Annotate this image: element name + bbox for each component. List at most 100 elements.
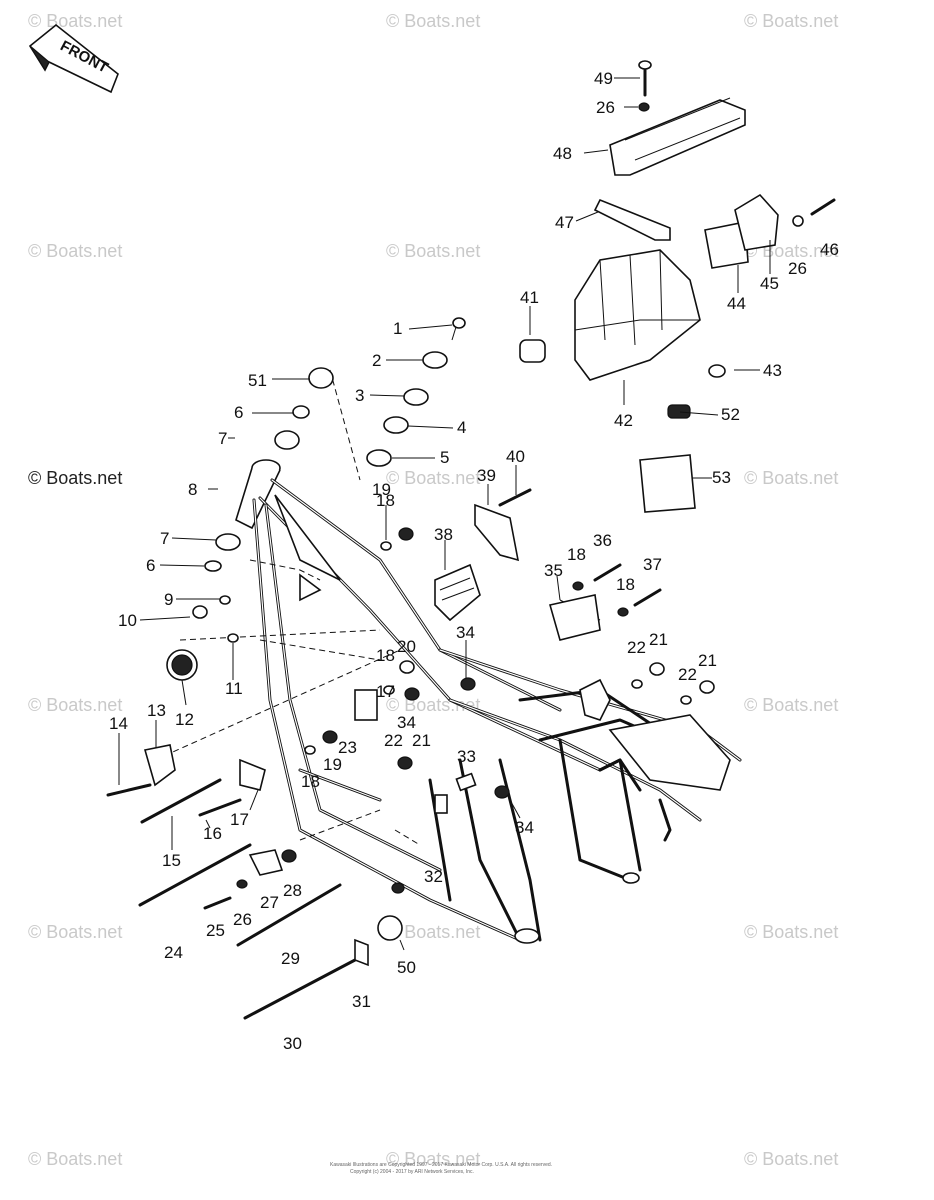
- part-53-cover-icon: [639, 454, 696, 513]
- callout-18: 18: [301, 772, 320, 791]
- part-35-bracket-icon: [548, 594, 601, 641]
- part-29-bolt-icon: [236, 883, 342, 947]
- part-13-bracket-icon: [143, 744, 176, 787]
- callout-32: 32: [424, 867, 443, 886]
- part-26-washer-icon: [792, 215, 804, 227]
- callout-18: 18: [376, 491, 395, 510]
- callout-52: 52: [721, 405, 740, 424]
- part-36-bolt-icon: [593, 563, 622, 582]
- watermark: © Boats.net: [744, 468, 838, 488]
- callout-3: 3: [355, 386, 364, 405]
- part-49-bolt-head-icon: [638, 60, 652, 70]
- callout-30: 30: [283, 1034, 302, 1053]
- part-30-bolt-icon: [243, 958, 357, 1020]
- callout-24: 24: [164, 943, 183, 962]
- callout-53: 53: [712, 468, 731, 487]
- callout-41: 41: [520, 288, 539, 307]
- part-22-washer-icon: [631, 679, 643, 689]
- part-47-strap-icon: [593, 198, 671, 241]
- callout-11: 11: [225, 679, 243, 698]
- callout-18: 18: [616, 575, 635, 594]
- callout-4: 4: [457, 418, 466, 437]
- part-5-washer-icon: [366, 449, 392, 467]
- callout-22: 22: [384, 731, 403, 750]
- callout-48: 48: [553, 144, 572, 163]
- callout-37: 37: [643, 555, 662, 574]
- part-42-battery-holder-icon: [574, 249, 701, 381]
- callout-12: 12: [175, 710, 194, 729]
- callout-51: 51: [248, 371, 267, 390]
- callout-42: 42: [614, 411, 633, 430]
- watermark: © Boats.net: [28, 468, 122, 488]
- part-37-bolt-icon: [633, 588, 662, 607]
- callout-34: 34: [515, 818, 534, 837]
- callout-labels: 1 2 3 4 5 6 7 8 7 6 9 10 11 12 13 14 15 …: [109, 69, 839, 1053]
- part-32-nut-icon: [391, 882, 405, 894]
- callout-5: 5: [440, 448, 449, 467]
- callout-38: 38: [434, 525, 453, 544]
- callout-26: 26: [233, 910, 252, 929]
- part-38-damper-icon: [434, 563, 481, 622]
- callout-43: 43: [763, 361, 782, 380]
- part-34-nut-icon: [404, 687, 420, 701]
- watermark: © Boats.net: [28, 695, 122, 715]
- part-48-tray-icon: [609, 97, 746, 176]
- callout-6: 6: [234, 403, 243, 422]
- callout-19: 19: [372, 480, 391, 499]
- callout-1: 1: [393, 319, 402, 338]
- watermark: © Boats.net: [386, 1149, 480, 1169]
- part-12-cap-icon: [166, 649, 198, 681]
- part-28-nut-icon: [281, 849, 297, 863]
- part-21-nut-icon: [649, 662, 665, 676]
- part-10-nut-icon: [192, 605, 208, 619]
- callout-17: 17: [376, 682, 395, 701]
- watermark: © Boats.net: [386, 922, 480, 942]
- part-41-damper-icon: [519, 339, 546, 363]
- part-33-collar-icon: [455, 772, 477, 792]
- part-34-nut-icon: [460, 677, 476, 691]
- part-19-nut-icon: [398, 527, 414, 541]
- part-26-washer-icon: [236, 879, 248, 889]
- callout-28: 28: [283, 881, 302, 900]
- callout-26: 26: [788, 259, 807, 278]
- watermark: © Boats.net: [386, 11, 480, 31]
- part-22-washer-icon: [680, 695, 692, 705]
- callout-17: 17: [230, 810, 249, 829]
- callout-18: 18: [567, 545, 586, 564]
- callout-47: 47: [555, 213, 574, 232]
- part-21-nut-icon: [397, 756, 413, 770]
- callout-9: 9: [164, 590, 173, 609]
- part-18-washer-icon: [304, 745, 316, 755]
- callout-34: 34: [456, 623, 475, 642]
- watermark: © Boats.net: [744, 695, 838, 715]
- callout-49: 49: [594, 69, 613, 88]
- part-11-washer-icon: [227, 633, 239, 643]
- callout-8: 8: [188, 480, 197, 499]
- callout-13: 13: [147, 701, 166, 720]
- part-50-bushing-icon: [377, 915, 403, 941]
- part-3-washer-icon: [403, 388, 429, 406]
- callout-22: 22: [678, 665, 697, 684]
- part-16-bolt-icon: [198, 798, 242, 817]
- watermarks: © Boats.net © Boats.net © Boats.net © Bo…: [28, 11, 838, 1169]
- callout-40: 40: [506, 447, 525, 466]
- callout-46: 46: [820, 240, 839, 259]
- part-27-bracket-icon: [248, 849, 284, 876]
- part-7-bearing-icon: [274, 430, 300, 450]
- callout-39: 39: [477, 466, 496, 485]
- callout-44: 44: [727, 294, 746, 313]
- copyright-line: Kawasaki Illustrations are Copyrighted 1…: [330, 1162, 552, 1168]
- callout-25: 25: [206, 921, 225, 940]
- guide-lines: [154, 369, 601, 846]
- part-6-washer-icon: [292, 405, 310, 419]
- part-31-clamp-icon: [354, 938, 369, 967]
- part-34-nut-icon: [494, 785, 510, 799]
- callout-21: 21: [649, 630, 668, 649]
- callout-19: 19: [323, 755, 342, 774]
- copyright-notice: Kawasaki Illustrations are Copyrighted 1…: [330, 1162, 552, 1175]
- callout-16: 16: [203, 824, 222, 843]
- callout-10: 10: [118, 611, 137, 630]
- callout-6: 6: [146, 556, 155, 575]
- callout-34: 34: [397, 713, 416, 732]
